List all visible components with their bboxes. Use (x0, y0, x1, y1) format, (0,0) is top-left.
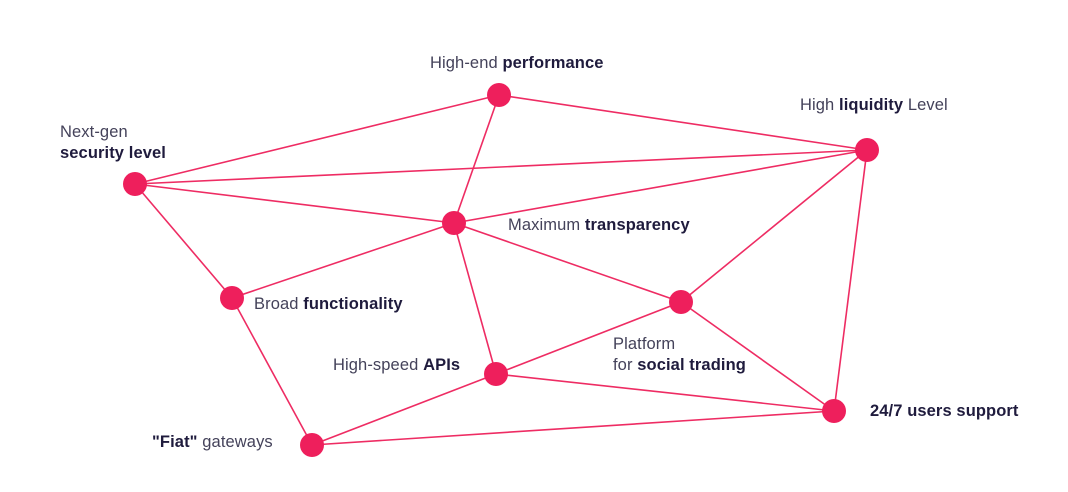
label-line: security level (60, 143, 166, 164)
label-bold-text: APIs (423, 356, 461, 374)
label-line: for social trading (613, 355, 746, 376)
edge-security-performance (134, 94, 500, 185)
label-line: Next-gen (60, 122, 166, 143)
node-performance (487, 83, 511, 107)
edge-apis-support (495, 373, 835, 412)
edge-social-support (680, 301, 835, 412)
label-line: High-speed APIs (333, 355, 460, 376)
label-text: Broad (254, 295, 304, 313)
label-liquidity: High liquidity Level (800, 95, 948, 116)
label-line: Platform (613, 334, 746, 355)
node-fiat (300, 433, 324, 457)
label-security: Next-gen security level (60, 122, 166, 164)
label-text: for (613, 356, 638, 374)
edge-performance-liquidity (498, 94, 868, 151)
label-text: Next-gen (60, 123, 128, 141)
edge-transparency-apis (453, 222, 497, 375)
node-support (822, 399, 846, 423)
edge-security-transparency (134, 183, 455, 224)
label-text: High-speed (333, 356, 424, 374)
label-support: 24/7 users support (870, 401, 1019, 422)
label-bold-text: social trading (637, 356, 746, 374)
node-social (669, 290, 693, 314)
label-bold-text: security level (60, 144, 166, 162)
edge-performance-transparency (453, 94, 500, 224)
node-liquidity (855, 138, 879, 162)
edge-functionality-transparency (231, 222, 455, 299)
label-performance: High-end performance (430, 53, 604, 74)
edge-functionality-fiat (231, 297, 313, 446)
nodes-group (123, 83, 879, 457)
label-bold-text: liquidity (839, 96, 904, 114)
edges-group (134, 94, 868, 446)
label-fiat: "Fiat" gateways (152, 432, 273, 453)
label-social: Platform for social trading (613, 334, 746, 376)
label-apis: High-speed APIs (333, 355, 460, 376)
label-text: gateways (197, 433, 273, 451)
edge-security-liquidity (134, 149, 868, 185)
edge-transparency-social (453, 222, 682, 303)
node-functionality (220, 286, 244, 310)
label-bold-text: functionality (303, 295, 403, 313)
label-text: Platform (613, 335, 676, 353)
label-line: 24/7 users support (870, 401, 1019, 422)
label-bold-text: "Fiat" (152, 433, 198, 451)
label-functionality: Broad functionality (254, 294, 403, 315)
label-text: High-end (430, 54, 503, 72)
node-security (123, 172, 147, 196)
node-transparency (442, 211, 466, 235)
label-bold-text: transparency (584, 216, 690, 234)
edge-apis-fiat (311, 373, 497, 446)
label-text: High (800, 96, 840, 114)
edge-security-functionality (134, 183, 233, 299)
label-transparency: Maximum transparency (508, 215, 690, 236)
label-line: Broad functionality (254, 294, 403, 315)
edge-social-apis (495, 301, 682, 375)
edge-liquidity-support (833, 149, 868, 412)
label-text: Level (903, 96, 948, 114)
label-line: High liquidity Level (800, 95, 948, 116)
label-text: Maximum (508, 216, 585, 234)
edge-liquidity-social (680, 149, 868, 303)
label-line: "Fiat" gateways (152, 432, 273, 453)
label-line: High-end performance (430, 53, 604, 74)
label-bold-text: 24/7 users support (870, 402, 1019, 420)
edge-transparency-liquidity (453, 149, 868, 224)
label-bold-text: performance (502, 54, 604, 72)
node-apis (484, 362, 508, 386)
edge-fiat-support (311, 410, 835, 446)
label-line: Maximum transparency (508, 215, 690, 236)
